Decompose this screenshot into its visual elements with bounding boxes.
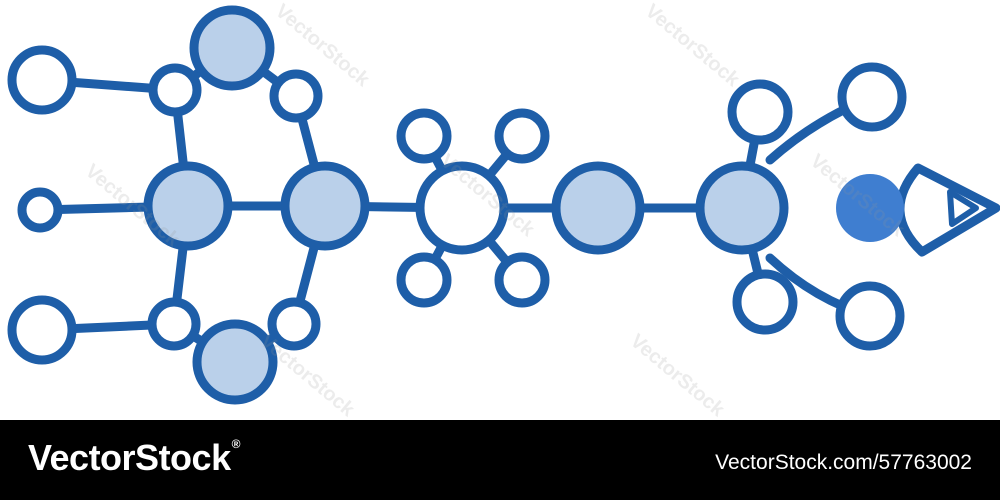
network-nodes (7, 5, 907, 405)
network-node (269, 69, 323, 123)
network-node (837, 62, 907, 132)
network-node (7, 45, 77, 115)
network-node (189, 5, 275, 91)
network-node (415, 161, 509, 255)
network-node (835, 281, 905, 351)
network-node (494, 252, 550, 308)
network-node (17, 187, 63, 233)
footer-bar: VectorStock® VectorStock.com/57763002 (0, 420, 1000, 500)
network-node (551, 161, 645, 255)
network-node (192, 319, 278, 405)
image-credit: VectorStock.com/57763002 (715, 451, 972, 474)
brand-registered-mark: ® (231, 437, 241, 451)
network-arrow-illustration (7, 5, 1000, 405)
network-node (267, 297, 321, 351)
network-node (143, 161, 233, 251)
network-node (147, 297, 201, 351)
network-node (695, 161, 789, 255)
brand-logo: VectorStock® (28, 437, 240, 479)
network-node (396, 108, 452, 164)
network-node (727, 79, 793, 145)
network-node (494, 108, 550, 164)
brand-name: VectorStock (28, 437, 231, 478)
network-node (7, 295, 77, 365)
arrow-head-icon (836, 163, 1000, 257)
network-node (148, 63, 202, 117)
network-node (280, 161, 370, 251)
network-node (396, 252, 452, 308)
network-node (732, 269, 798, 335)
